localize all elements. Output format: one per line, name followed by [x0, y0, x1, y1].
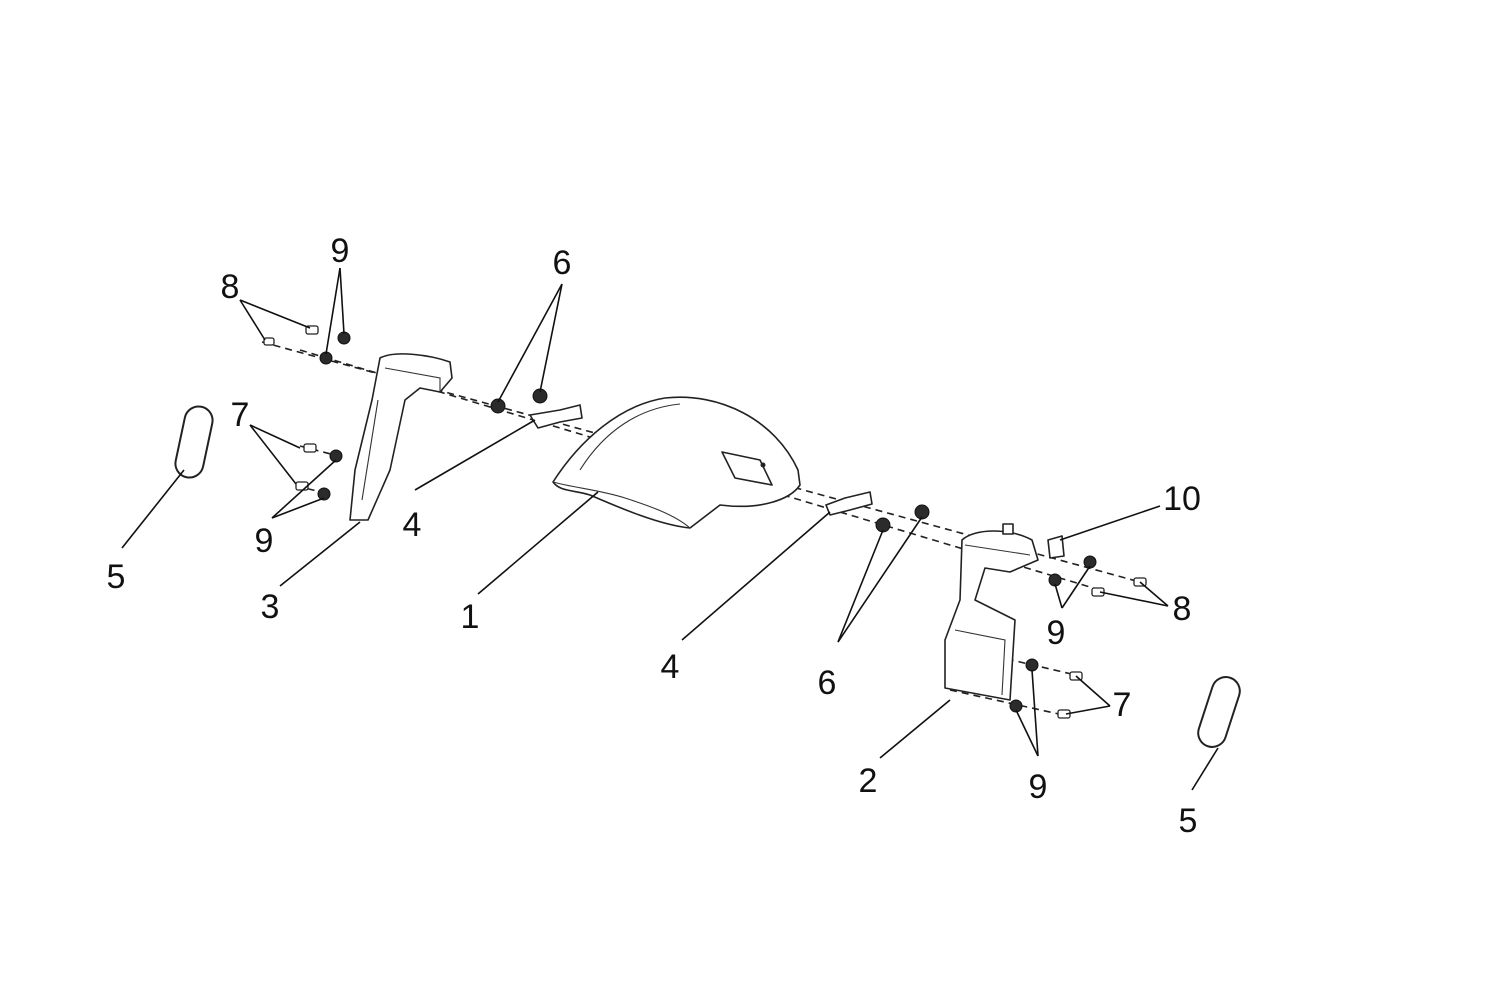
- callout-9-left-bottom: 9: [255, 522, 274, 560]
- callout-10: 10: [1163, 480, 1201, 518]
- washer-part: [1047, 535, 1065, 559]
- leader-9d-1: [1031, 669, 1039, 757]
- right-bracket-top-edge: [964, 544, 1031, 556]
- left-bracket-rib: [361, 399, 379, 501]
- leader-8a-2: [239, 299, 311, 329]
- fender-crease: [579, 403, 681, 471]
- leader-8b-1: [1139, 581, 1169, 607]
- nut-6-left-a: [490, 398, 506, 414]
- nut-9-right-mid: [1025, 658, 1039, 672]
- nut-9-right-upper-a: [1083, 555, 1097, 569]
- callout-3: 3: [261, 588, 280, 626]
- clip-left: [529, 404, 583, 429]
- nuts: [317, 331, 1097, 713]
- callout-9-right-top: 9: [1047, 614, 1066, 652]
- leader-9c-2: [1061, 565, 1091, 609]
- callout-labels: 8 9 6 7 9 5 3 4 1 4 6 10 9 8 7 9 2 5: [107, 232, 1201, 840]
- bolt-axis-right-mid: [959, 647, 1081, 677]
- bolt-axis-right-low: [949, 689, 1069, 717]
- leader-2: [879, 699, 951, 759]
- leader-9b-1: [271, 459, 337, 519]
- leader-5a: [121, 469, 185, 549]
- right-bracket-tab: [1002, 523, 1014, 535]
- leader-5b: [1191, 747, 1219, 791]
- nut-6-right-a: [875, 517, 891, 533]
- leader-7a-1: [249, 424, 301, 449]
- callout-7-right: 7: [1113, 686, 1132, 724]
- leader-lines: [121, 267, 1219, 791]
- callout-1: 1: [461, 598, 480, 636]
- leader-9c-1: [1054, 583, 1063, 609]
- leader-9a-2: [339, 267, 345, 335]
- leader-1: [477, 491, 599, 595]
- leader-6a-1: [497, 283, 563, 403]
- callout-4-left: 4: [403, 506, 422, 544]
- callout-8-left: 8: [221, 268, 240, 306]
- clip-right: [825, 491, 873, 516]
- fender-notch: [721, 451, 773, 486]
- callout-6-right: 6: [818, 664, 837, 702]
- leader-4a: [414, 419, 536, 491]
- right-bracket-body: [944, 530, 1039, 701]
- fender-part: [552, 396, 801, 529]
- left-bracket-top-edge: [384, 367, 441, 392]
- leader-7b-1: [1075, 675, 1111, 707]
- callout-7-left: 7: [231, 396, 250, 434]
- leader-8a-1: [239, 299, 266, 341]
- clip-parts: [529, 404, 873, 516]
- leader-6b-2: [837, 516, 923, 643]
- leader-4b: [681, 511, 831, 641]
- leader-3: [279, 521, 361, 587]
- fender-lower-edge: [552, 481, 691, 529]
- callout-9-left-top: 9: [331, 232, 350, 270]
- callout-8-right: 8: [1173, 590, 1192, 628]
- leader-7a-2: [249, 424, 297, 485]
- bolt-7-left-a: [303, 443, 317, 453]
- leader-6a-2: [539, 283, 563, 393]
- callout-4-right: 4: [661, 648, 680, 686]
- leader-9b-2: [271, 497, 325, 519]
- leader-9d-2: [1015, 709, 1039, 757]
- reflector-left: [174, 405, 214, 479]
- right-bracket-rib: [954, 629, 1006, 696]
- leader-8b-2: [1099, 591, 1169, 607]
- bolt-8-right-b: [1091, 587, 1105, 597]
- leader-10: [1059, 505, 1161, 541]
- nut-9-mid: [329, 449, 343, 463]
- left-bracket-body: [349, 353, 453, 521]
- nut-9-low: [317, 487, 331, 501]
- leader-9a-1: [325, 267, 341, 355]
- callout-2: 2: [859, 762, 878, 800]
- fender-hole: [760, 462, 766, 468]
- bolt-8-left-a: [263, 337, 275, 346]
- callout-9-right-bottom: 9: [1029, 768, 1048, 806]
- callout-6-left: 6: [553, 244, 572, 282]
- right-bracket-part: [944, 523, 1039, 701]
- nut-9-right-low: [1009, 699, 1023, 713]
- leader-7b-2: [1065, 705, 1111, 715]
- callout-5-right: 5: [1179, 802, 1198, 840]
- callout-5-left: 5: [107, 558, 126, 596]
- reflector-parts: [174, 405, 1241, 748]
- left-bracket-part: [349, 353, 453, 521]
- nut-6-right-b: [914, 504, 930, 520]
- reflector-right: [1197, 676, 1241, 748]
- leader-6b-1: [837, 529, 884, 643]
